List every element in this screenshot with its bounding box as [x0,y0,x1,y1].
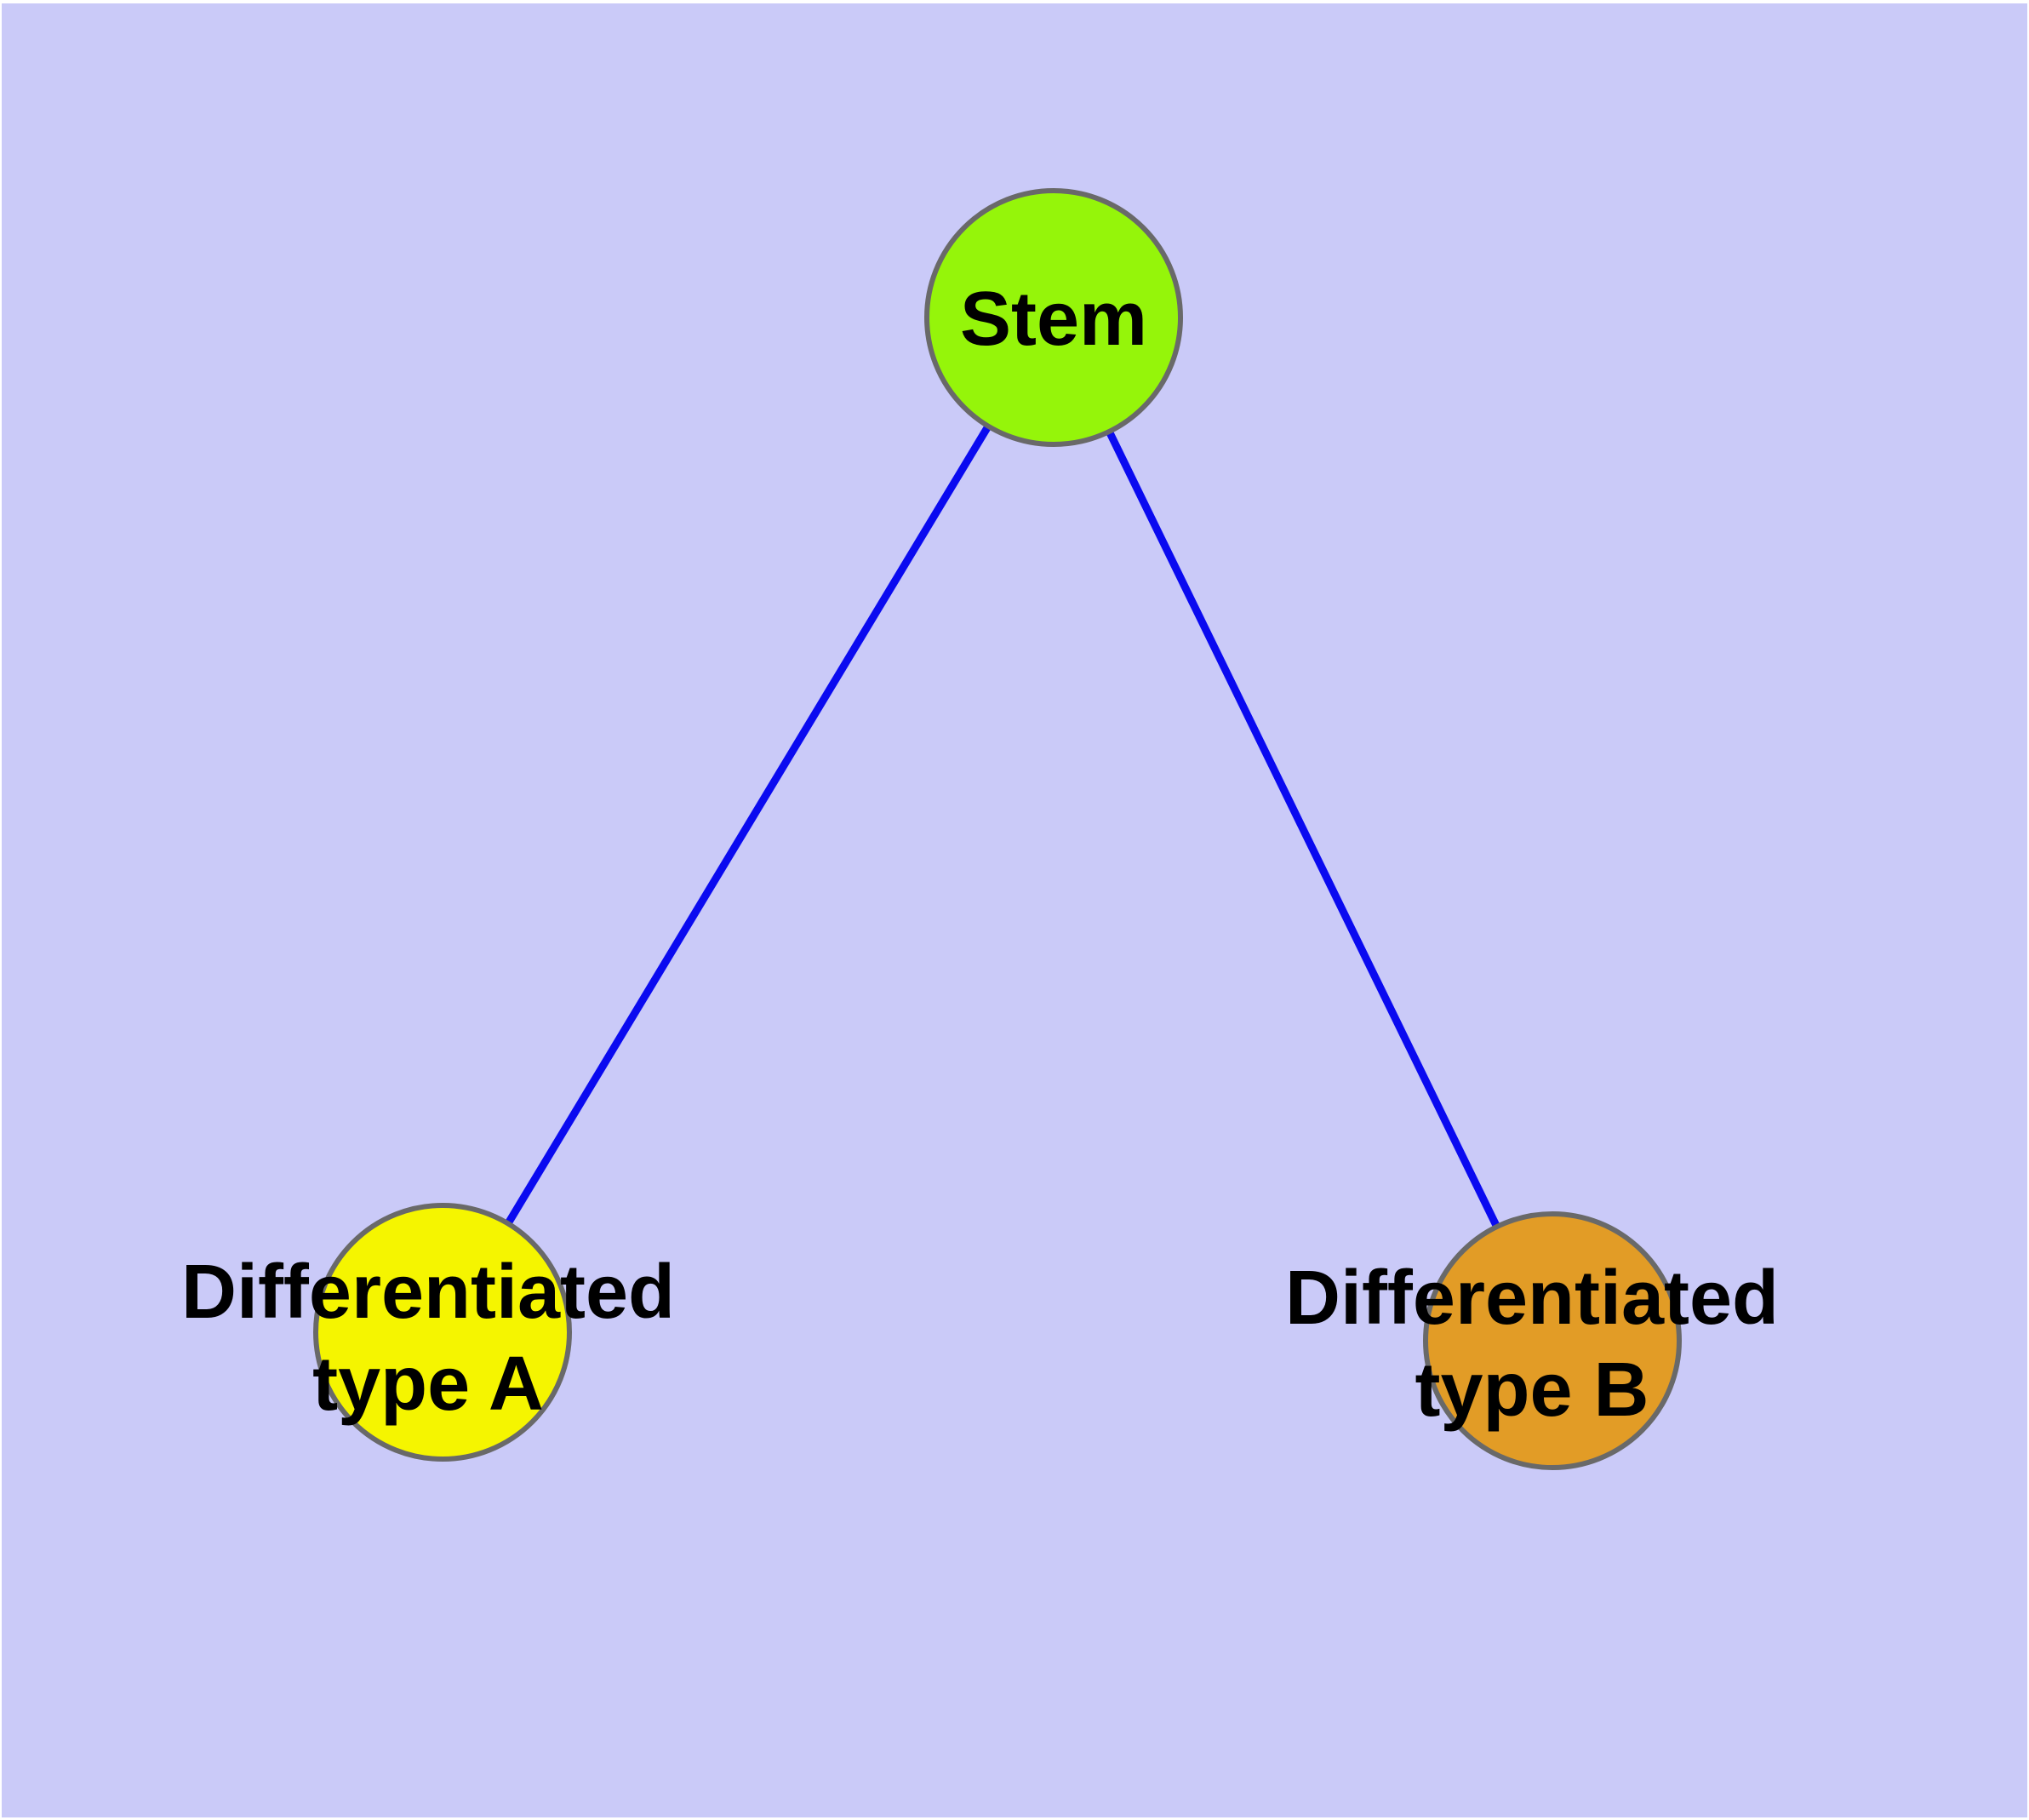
edge-stem-to-differentiated-type-b [1049,316,1557,1342]
node-differentiated-type-b [1423,1211,1682,1470]
edge-stem-to-differentiated-type-a [439,315,1057,1335]
nodes-layer [313,188,1682,1470]
stem-label: Stem [960,277,1147,362]
labels-layer: Stem Differentiated type A Differentiate… [181,277,1779,1433]
differentiated-type-b-label-line-2: type B [1415,1348,1649,1433]
differentiated-type-a-label-line-1: Differentiated [181,1250,675,1335]
node-differentiated-type-a [313,1203,572,1462]
differentiated-type-a-label-line-2: type A [312,1342,544,1427]
differentiated-type-b-label-line-1: Differentiated [1285,1256,1779,1341]
node-stem [924,188,1183,447]
edges-layer [439,315,1557,1342]
